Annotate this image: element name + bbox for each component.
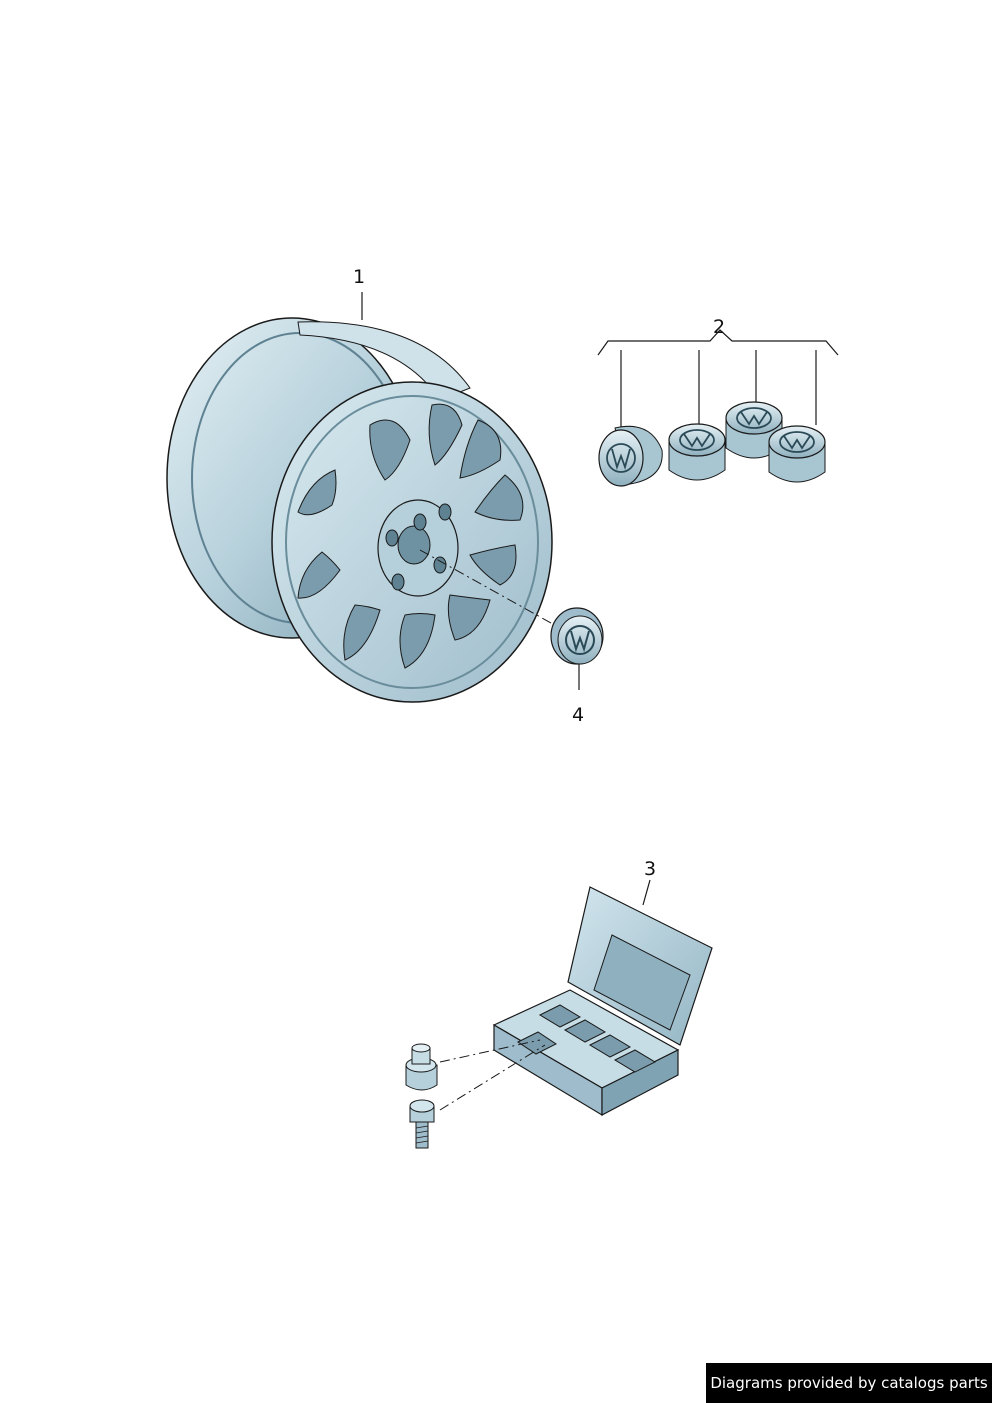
case-lid-window [593,934,691,1031]
bracket-2 [597,329,839,356]
callout-4: 4 [572,704,585,726]
wheel-barrel-top [297,321,471,401]
footer-text: Diagrams provided by catalogs parts [710,1374,988,1392]
cap-d [768,425,826,483]
lock-bolt-kit [405,879,713,1149]
callout-2: 2 [713,316,726,338]
wheel-center-bore [397,525,431,565]
cap-c [725,401,783,459]
wheel-face-rim [285,395,539,689]
lug-holes [385,503,452,591]
cap-b [668,423,726,481]
assembly-line-bolt [439,1044,546,1111]
callout-1: 1 [353,266,366,288]
vw-emblem-icon [606,443,636,473]
case-slots [517,1004,657,1073]
vw-emblem-icon [736,407,772,429]
cap-a [598,425,663,487]
lock-bolt [409,1099,435,1149]
cap-set [597,329,839,487]
vw-emblem-icon [565,625,595,655]
vw-emblem-icon [679,429,715,451]
center-cap [550,607,604,690]
footer-credit: Diagrams provided by catalogs parts [706,1363,992,1403]
alloy-wheel [166,292,561,703]
leader-lines-2 [620,350,817,430]
leader-line-3 [642,879,651,906]
callout-3: 3 [644,858,657,880]
assembly-line-adapter [439,1039,541,1063]
spoke-windows [297,403,524,669]
assembly-line-cap [419,549,561,629]
lock-adapter [405,1043,438,1091]
vw-emblem-icon [779,431,815,453]
